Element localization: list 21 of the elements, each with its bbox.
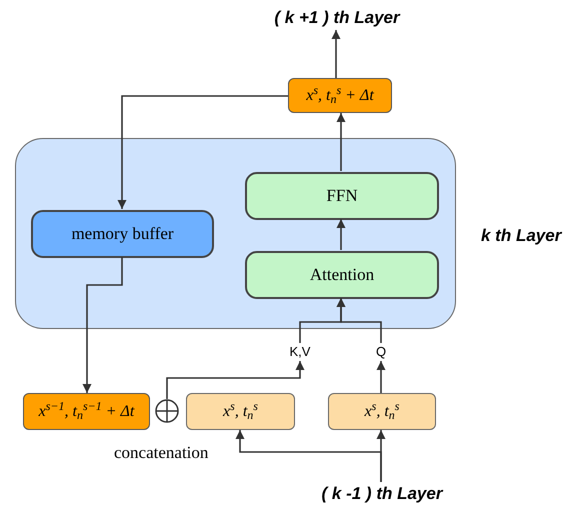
memory-buffer-box: memory buffer: [31, 210, 214, 258]
layer-title: ( k -1 ) th Layer: [322, 483, 442, 505]
attention-box: Attention: [245, 251, 439, 299]
layer-title: k th Layer: [481, 225, 562, 247]
ffn-box: FFN: [245, 172, 439, 220]
arrow: [332, 30, 340, 78]
arrow: [336, 298, 382, 343]
node-label: concatenation: [114, 442, 208, 464]
arrow: [166, 361, 304, 399]
arrow: [376, 361, 386, 393]
arrow: [336, 219, 346, 250]
layer-title: ( k +1 ) th Layer: [274, 7, 400, 29]
output-box: x$^{s}$, t$_{n}$$^{s}$ + Δt: [288, 78, 392, 113]
arrow: [82, 257, 123, 393]
concat-symbol: [155, 399, 179, 423]
input-label: K,V: [290, 344, 310, 360]
memory-input-box: x$^{s−1}$, t$_{n}$$^{s−1}$ + Δt: [23, 393, 150, 430]
input-label: Q: [376, 344, 386, 360]
arrow: [236, 430, 382, 482]
arrow: [336, 113, 346, 171]
arrow: [118, 95, 288, 209]
